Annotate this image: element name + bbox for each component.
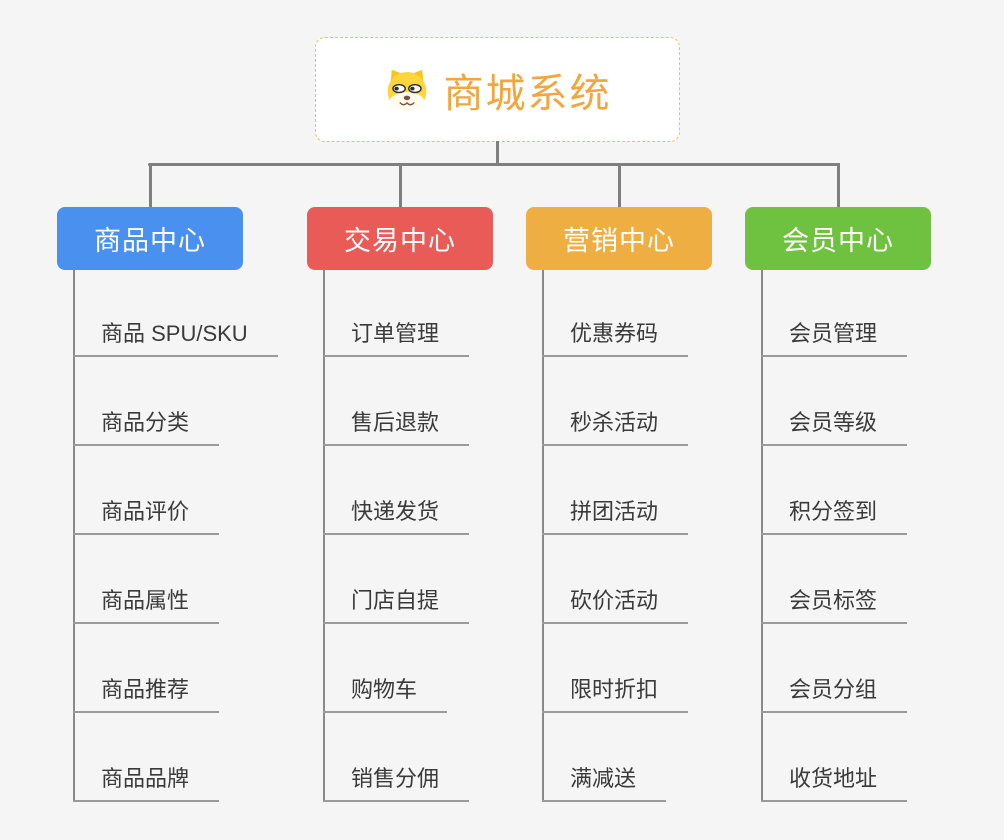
child-topic[interactable]: 订单管理: [323, 316, 470, 357]
child-topic[interactable]: 积分签到: [761, 494, 908, 535]
child-topic[interactable]: 购物车: [323, 672, 448, 713]
root-title: 商城系统: [443, 71, 612, 116]
branch-node[interactable]: 营销中心: [526, 207, 712, 270]
child-topic[interactable]: 砍价活动: [542, 583, 689, 624]
child-topic[interactable]: 满减送: [542, 761, 667, 802]
child-topic[interactable]: 商品品牌: [73, 761, 220, 802]
connector-bus: [148, 163, 840, 166]
connector-branch-drop: [148, 163, 152, 208]
branch-node[interactable]: 会员中心: [745, 207, 931, 270]
connector-branch-drop: [836, 163, 840, 208]
branch-node[interactable]: 交易中心: [307, 207, 493, 270]
child-topic[interactable]: 商品评价: [73, 494, 220, 535]
connector-children-line: [542, 270, 544, 802]
child-topic[interactable]: 限时折扣: [542, 672, 689, 713]
connector-children-line: [761, 270, 763, 802]
branch-label: 营销中心: [563, 226, 675, 256]
child-topic[interactable]: 收货地址: [761, 761, 908, 802]
branch-label: 会员中心: [782, 226, 894, 256]
connector-children-line: [73, 270, 75, 802]
connector-branch-drop: [617, 163, 621, 208]
root-node[interactable]: 商城系统: [315, 37, 680, 142]
child-topic[interactable]: 商品分类: [73, 405, 220, 446]
child-topic[interactable]: 商品属性: [73, 583, 220, 624]
child-topic[interactable]: 会员分组: [761, 672, 908, 713]
dog-face-icon: [387, 69, 426, 111]
child-topic[interactable]: 售后退款: [323, 405, 470, 446]
connector-branch-drop: [398, 163, 402, 208]
child-topic[interactable]: 门店自提: [323, 583, 470, 624]
child-topic[interactable]: 优惠券码: [542, 316, 689, 357]
branch-label: 交易中心: [344, 226, 456, 256]
child-topic[interactable]: 商品推荐: [73, 672, 220, 713]
child-topic[interactable]: 快递发货: [323, 494, 470, 535]
connector-children-line: [323, 270, 325, 802]
branch-node[interactable]: 商品中心: [57, 207, 243, 270]
child-topic[interactable]: 会员标签: [761, 583, 908, 624]
connector-root-stem: [496, 141, 499, 166]
child-topic[interactable]: 销售分佣: [323, 761, 470, 802]
child-topic[interactable]: 会员等级: [761, 405, 908, 446]
branch-label: 商品中心: [94, 226, 206, 256]
child-topic[interactable]: 拼团活动: [542, 494, 689, 535]
child-topic[interactable]: 秒杀活动: [542, 405, 689, 446]
child-topic[interactable]: 会员管理: [761, 316, 908, 357]
child-topic[interactable]: 商品 SPU/SKU: [73, 316, 278, 357]
